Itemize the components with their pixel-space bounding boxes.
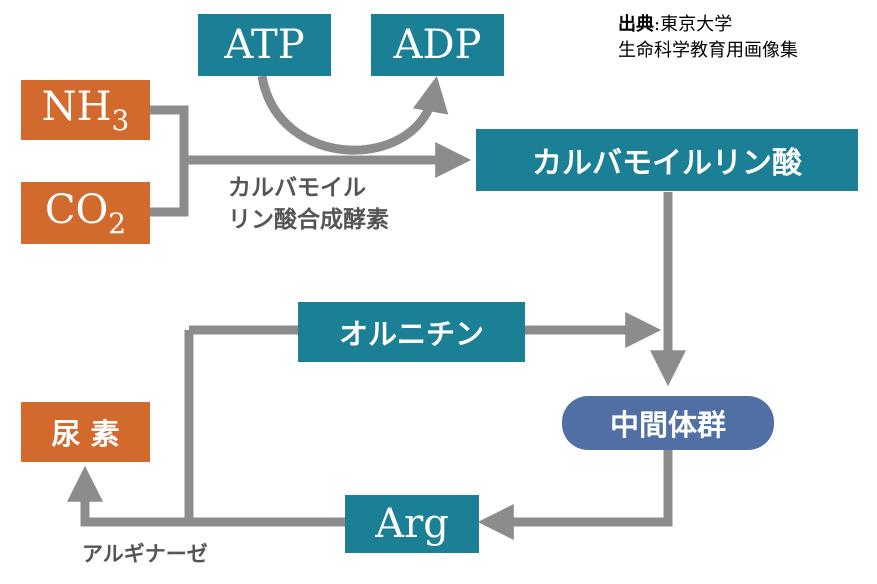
intermediates-label: 中間体群 (609, 408, 726, 442)
source-label: 出典 (618, 14, 654, 35)
atp-box: ATP (198, 14, 331, 76)
source-credit: 出典:東京大学 生命科学教育用画像集 (618, 12, 798, 64)
source-org: 東京大学 (660, 14, 733, 35)
adp-label: ADP (393, 22, 482, 68)
cps-enzyme-line2: リン酸合成酵素 (228, 207, 389, 233)
arg-label: Arg (375, 501, 449, 547)
co2-subscript: 2 (108, 206, 127, 240)
carbamoyl-phosphate-label: カルバモイルリン酸 (532, 146, 802, 181)
arginase-label: アルギナーゼ (82, 542, 208, 566)
cps-enzyme-line1: カルバモイル (228, 175, 366, 201)
co2-base: CO (44, 186, 109, 233)
intermediates-box: 中間体群 (562, 396, 774, 450)
urea-label: 尿 素 (51, 417, 120, 451)
source-colon: : (654, 14, 661, 35)
atp-adp-curve (257, 75, 449, 155)
arg-to-urea-arrow (67, 465, 345, 527)
intermediates-to-arg-arrow (477, 450, 673, 540)
source-line1: 出典:東京大学 (618, 12, 798, 38)
nh3-base: NH (41, 83, 112, 130)
ornithine-label: オルニチン (338, 317, 484, 351)
co2-connector (150, 160, 189, 217)
ornithine-box: オルニチン (298, 302, 525, 362)
cps-enzyme-label: カルバモイル リン酸合成酵素 (228, 172, 389, 236)
carbamoyl-phosphate-box: カルバモイルリン酸 (476, 129, 858, 191)
nh3-label: NH3 (42, 84, 130, 137)
urea-box: 尿 素 (21, 402, 150, 462)
source-collection: 生命科学教育用画像集 (618, 40, 798, 61)
co2-box: CO2 (21, 182, 150, 244)
nh3-connector (150, 105, 189, 160)
nh3-box: NH3 (21, 80, 150, 140)
atp-label: ATP (224, 22, 305, 68)
adp-box: ADP (371, 14, 504, 76)
arg-box: Arg (345, 495, 479, 553)
nh3-subscript: 3 (111, 103, 130, 137)
co2-label: CO2 (45, 187, 126, 240)
